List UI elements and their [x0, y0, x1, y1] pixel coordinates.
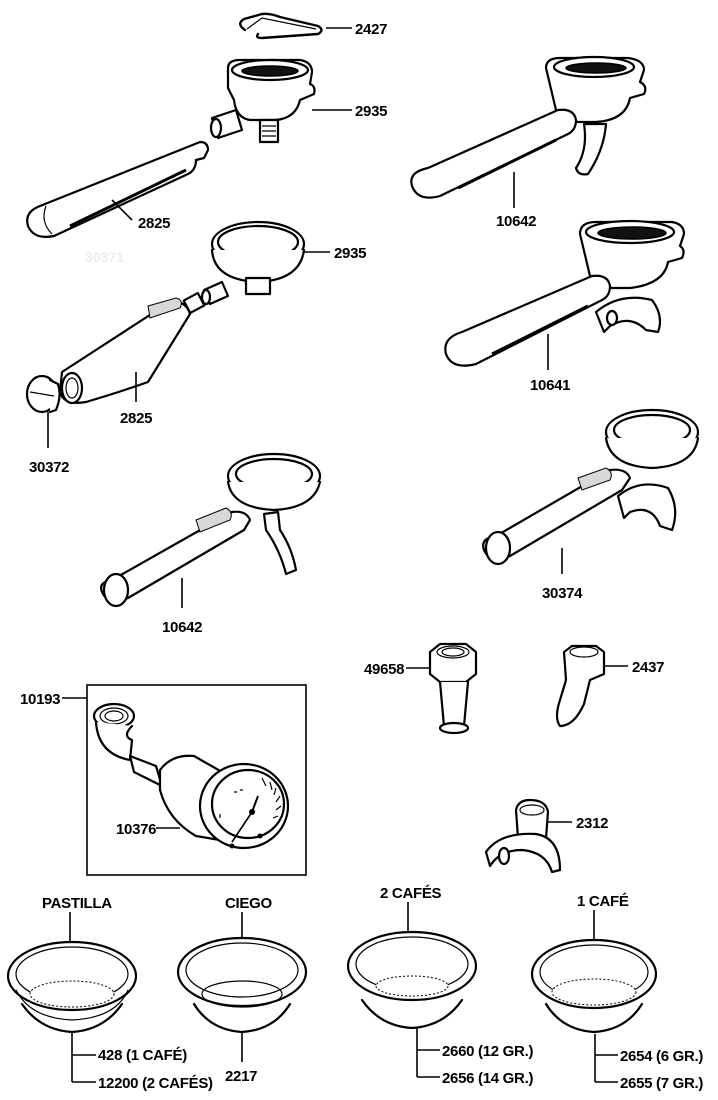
gauge-frame — [86, 684, 307, 876]
filter-code-2655: 2655 (7 GR.) — [620, 1075, 703, 1092]
filter-code-2660: 2660 (12 GR.) — [442, 1043, 533, 1060]
part-label-2427: 2427 — [355, 21, 387, 38]
portafilter-10641-illustration — [444, 219, 686, 367]
pressure-gauge-illustration — [92, 702, 290, 850]
part-label-30374: 30374 — [542, 585, 583, 602]
filter-title-ciego: CIEGO — [225, 895, 272, 912]
filter-basket-1-cafe: 1 CAFÉ 2654 (6 GR.) 2655 (7 GR.) — [530, 893, 704, 1092]
filter-code-2654: 2654 (6 GR.) — [620, 1048, 703, 1065]
handle-2825-mid-illustration — [58, 291, 206, 405]
filter-title-1-cafe: 1 CAFÉ — [577, 893, 629, 910]
filter-code-428: 428 (1 CAFÉ) — [98, 1047, 187, 1064]
part-label-2935-top: 2935 — [355, 103, 387, 120]
part-label-49658: 49658 — [364, 661, 404, 678]
part-label-10642-mid: 10642 — [162, 619, 202, 636]
filter-title-pastilla: PASTILLA — [42, 895, 112, 912]
part-label-2825-top: 2825 — [138, 215, 170, 232]
part-label-10641: 10641 — [530, 377, 570, 394]
cap-30372-illustration — [25, 374, 61, 414]
nut-49658-illustration — [428, 642, 478, 735]
handle-2825-top-illustration — [26, 140, 210, 238]
ring-2427-illustration — [239, 12, 323, 40]
part-label-10642-top: 10642 — [496, 213, 536, 230]
group-body-2935-illustration — [209, 58, 316, 144]
filter-title-2-cafes: 2 CAFÉS — [380, 885, 442, 902]
filter-basket-ciego: CIEGO 2217 — [176, 895, 308, 1085]
filter-basket-pastilla: PASTILLA 428 (1 CAFÉ) 12200 (2 CAFÉS) — [6, 895, 213, 1092]
filter-code-2656: 2656 (14 GR.) — [442, 1070, 533, 1087]
filter-basket-2-cafes: 2 CAFÉS 2660 (12 GR.) 2656 (14 GR.) — [346, 885, 534, 1087]
part-label-10193: 10193 — [20, 691, 60, 708]
filter-code-12200: 12200 (2 CAFÉS) — [98, 1075, 213, 1092]
group-body-2935-mid-illustration — [200, 220, 306, 306]
part-label-30372: 30372 — [29, 459, 69, 476]
part-label-2825-mid: 2825 — [120, 410, 152, 427]
spout-2437-illustration — [555, 644, 606, 728]
watermark-text: 30371 — [85, 249, 124, 265]
portafilter-10642-mid-illustration — [100, 452, 322, 608]
part-label-2437: 2437 — [632, 659, 664, 676]
portafilter-30374-illustration — [482, 408, 700, 566]
part-label-2312: 2312 — [576, 815, 608, 832]
part-label-2935-mid: 2935 — [334, 245, 366, 262]
portafilter-10642-top-illustration — [410, 55, 647, 199]
spout-2312-illustration — [484, 798, 562, 874]
part-label-10376: 10376 — [116, 821, 156, 838]
leader-2825-top — [111, 199, 133, 221]
filter-code-2217: 2217 — [225, 1068, 257, 1085]
